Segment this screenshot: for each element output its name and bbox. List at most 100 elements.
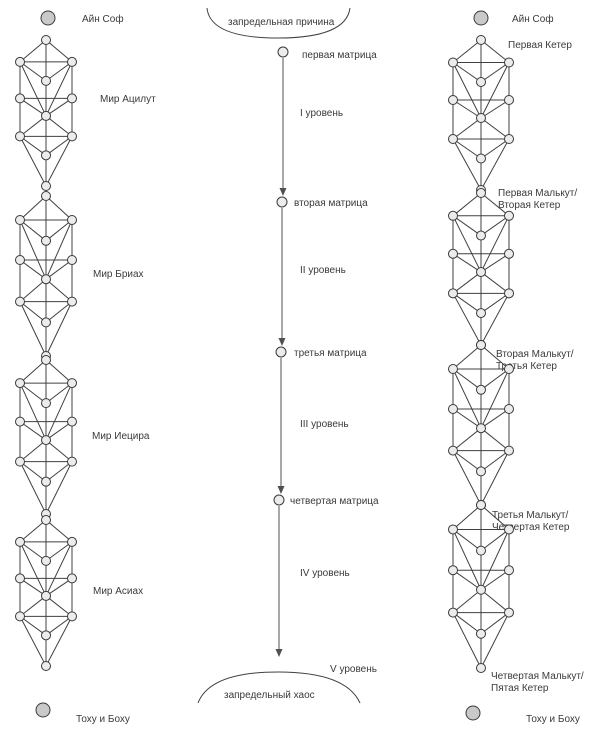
tree-path-right-4-15 <box>452 589 482 613</box>
top-arc-label: запредельная причина <box>228 17 335 28</box>
tree-path-right-1-13 <box>452 99 482 119</box>
level-label-2: II уровень <box>300 265 346 276</box>
world-label-beriah: Мир Бриах <box>93 269 144 280</box>
tree-of-life-right-1 <box>448 35 514 195</box>
sefira-node-left-2-9 <box>41 317 51 328</box>
tree-path-right-3-7 <box>480 368 510 391</box>
sefira-node-left-1-6 <box>41 110 51 121</box>
arrow-head-2 <box>278 338 286 346</box>
malkut-label-2: Вторая Малькут/ <box>496 349 574 360</box>
tree-of-life-right-3 <box>448 340 514 510</box>
tree-path-left-3-9 <box>45 382 73 441</box>
sefira-node-right-4-8 <box>504 607 514 618</box>
tree-path-right-2-23 <box>480 293 510 346</box>
tree-path-left-1-16 <box>45 115 73 137</box>
top-arc <box>206 7 351 39</box>
tree-path-right-2-20 <box>480 292 510 314</box>
tree-path-right-1-15 <box>452 117 482 140</box>
sefira-node-right-1-4 <box>448 95 458 105</box>
sefira-node-right-4-7 <box>448 607 458 618</box>
tree-path-right-2-22 <box>452 293 482 346</box>
tree-path-right-4-1 <box>480 504 510 530</box>
ketter-label-4: Четвертая Кетер <box>492 522 570 533</box>
tohu-bohu-right-node <box>465 705 481 721</box>
tree-path-left-2-8 <box>19 219 47 280</box>
tree-path-right-2-14 <box>480 253 510 273</box>
ketter-label-3-text: Третья Кетер <box>496 361 557 372</box>
tree-path-right-3-1 <box>480 344 510 370</box>
tree-path-left-1-9 <box>45 61 73 117</box>
sefira-node-left-3-2 <box>67 378 77 389</box>
sefira-node-left-2-2 <box>67 215 77 225</box>
sefira-node-right-1-1 <box>448 57 458 68</box>
arrow-head-3 <box>277 486 285 494</box>
tree-path-left-3-14 <box>45 421 73 441</box>
ain-sof-left-node <box>40 10 56 26</box>
tree-path-right-3-9 <box>480 368 510 429</box>
sefira-node-right-4-5 <box>504 565 514 576</box>
tree-path-left-2-20 <box>45 301 73 323</box>
sefira-node-right-1-6 <box>476 113 486 123</box>
arrow-head-1 <box>279 188 287 196</box>
level-label-1: I уровень <box>300 108 343 119</box>
sefira-node-left-4-10 <box>41 661 51 671</box>
sefira-node-right-3-0 <box>476 340 486 350</box>
sefira-node-left-3-4 <box>15 416 25 427</box>
tree-path-left-4-23 <box>45 616 73 667</box>
tree-path-left-1-13 <box>19 97 47 117</box>
tree-path-right-2-16 <box>480 271 510 294</box>
matrix-node-4 <box>273 494 285 506</box>
tree-path-left-1-6 <box>19 61 47 82</box>
sefira-node-right-3-7 <box>448 445 458 456</box>
sefira-node-right-1-2 <box>504 57 514 68</box>
tree-path-left-2-14 <box>45 259 73 280</box>
tree-of-life-left-4 <box>15 515 77 671</box>
tree-path-left-4-8 <box>19 541 47 597</box>
world-label-assiah: Мир Асиах <box>93 586 143 597</box>
tree-path-right-1-8 <box>452 62 482 119</box>
matrix-label-3: третья матрица <box>294 348 367 359</box>
sefira-node-left-2-4 <box>15 255 25 265</box>
sefira-node-right-2-8 <box>504 288 514 299</box>
tree-path-left-4-13 <box>19 577 47 597</box>
tree-path-left-2-19 <box>19 301 47 323</box>
tree-path-right-4-0 <box>452 504 482 530</box>
sefira-node-left-1-9 <box>41 150 51 161</box>
sefira-node-right-1-3 <box>476 77 486 87</box>
ketter-label-5: Пятая Кетер <box>491 683 549 694</box>
tree-path-right-4-14 <box>480 569 510 591</box>
tree-path-right-3-14 <box>480 408 510 429</box>
sefira-node-right-3-8 <box>504 445 514 456</box>
tree-path-right-3-6 <box>452 368 482 391</box>
sefira-node-left-4-0 <box>41 515 51 525</box>
tree-path-left-2-15 <box>19 278 47 302</box>
matrix-label-4: четвертая матрица <box>290 496 379 507</box>
sefira-node-left-1-5 <box>67 93 77 104</box>
tohu-bohu-left-label: Тоху и Боху <box>76 714 130 725</box>
sefira-node-right-3-6 <box>476 423 486 434</box>
sefira-node-right-4-9 <box>476 628 486 639</box>
arrow-head-4 <box>275 649 283 657</box>
tree-path-right-4-7 <box>480 529 510 552</box>
tree-path-right-2-9 <box>480 215 510 273</box>
tree-path-right-3-19 <box>452 450 482 472</box>
world-label-yetzirah: Мир Иецира <box>92 431 150 442</box>
level-label-5: V уровень <box>330 664 377 675</box>
tree-path-left-1-0 <box>19 39 47 63</box>
ketter-label-1: Первая Кетер <box>508 40 572 51</box>
tree-path-left-4-15 <box>19 595 47 617</box>
tree-path-right-1-19 <box>452 138 482 159</box>
sefira-node-right-3-1 <box>448 364 458 374</box>
sefira-node-right-4-2 <box>504 524 514 535</box>
tree-path-right-1-1 <box>480 39 510 63</box>
sefira-node-left-4-4 <box>15 573 25 584</box>
tree-path-right-1-6 <box>452 62 482 83</box>
sefira-node-left-4-7 <box>15 611 25 622</box>
malkut-label-3: Третья Малькут/ <box>492 510 568 521</box>
sefira-node-right-3-2 <box>504 364 514 374</box>
tree-path-right-4-22 <box>452 612 482 669</box>
sefira-node-left-2-5 <box>67 255 77 265</box>
tree-path-left-4-19 <box>19 615 47 636</box>
tree-path-right-3-8 <box>452 368 482 429</box>
sefira-node-right-1-5 <box>504 95 514 105</box>
